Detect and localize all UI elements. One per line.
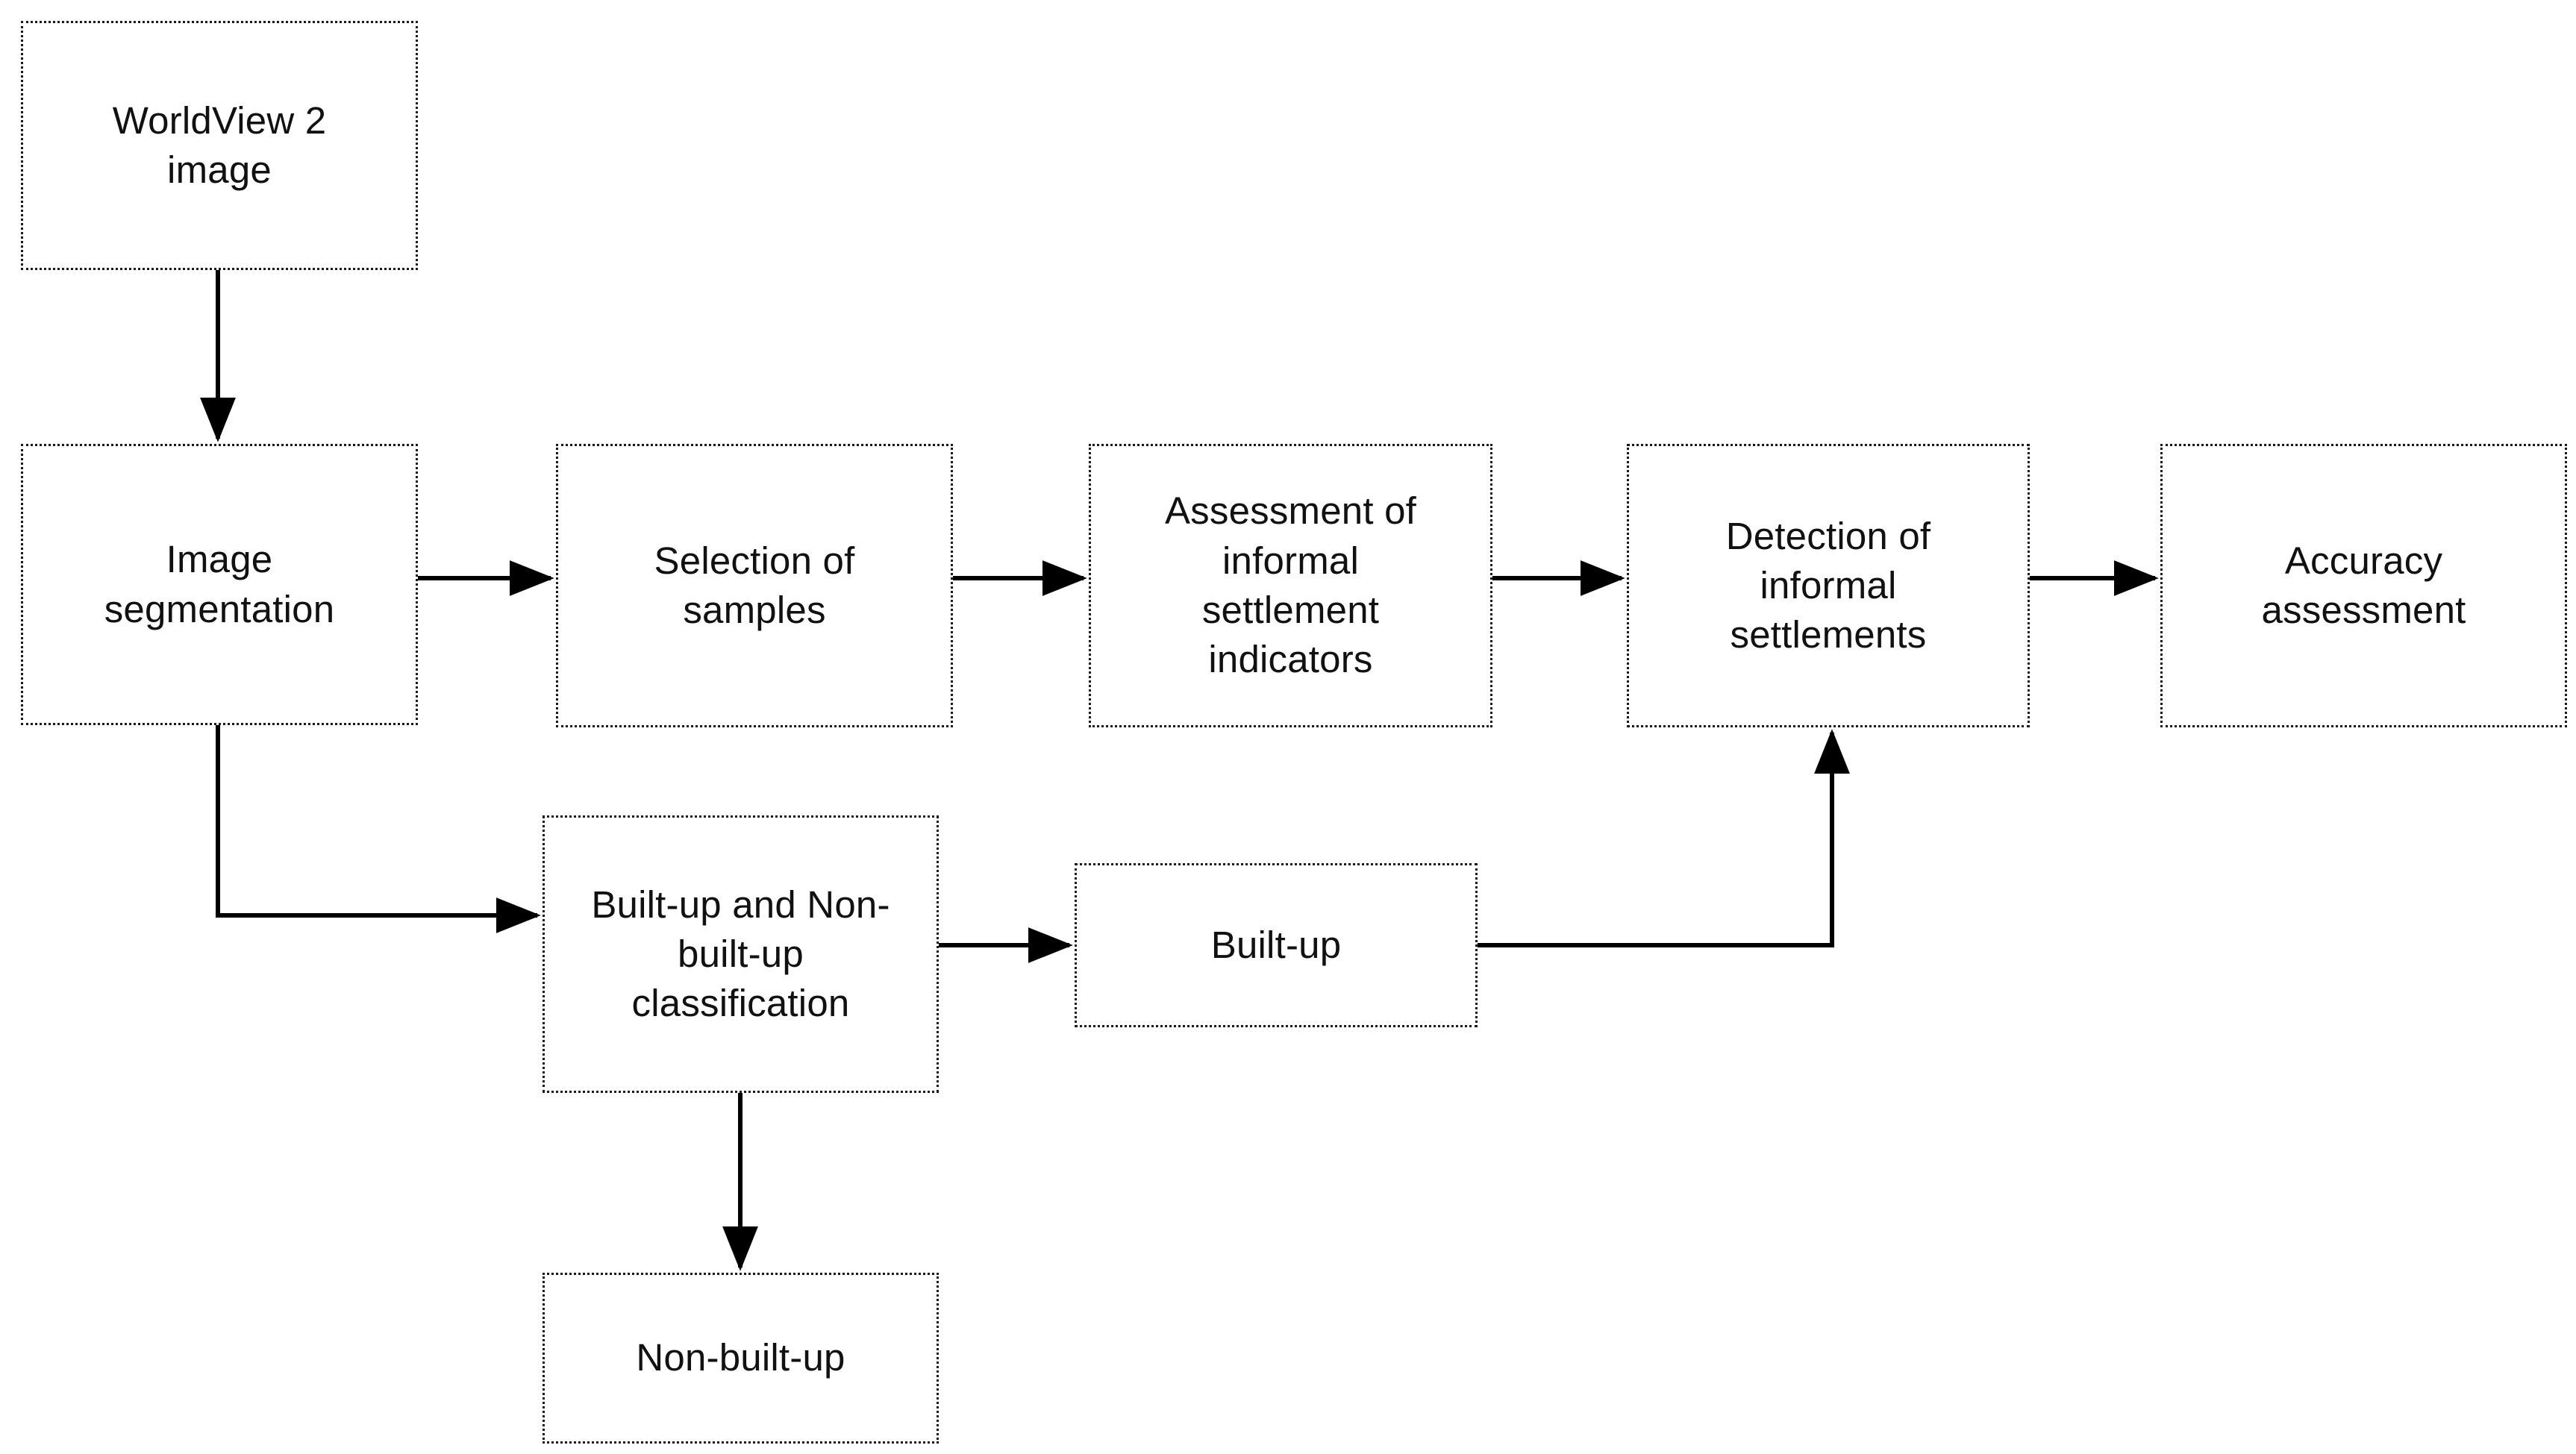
node-assessment-indicators[interactable]: Assessment of informal settlement indica… — [1089, 444, 1492, 727]
node-image-segmentation-label: Image segmentation — [104, 538, 335, 630]
node-assessment-indicators-label: Assessment of informal settlement indica… — [1164, 489, 1417, 681]
node-built-up[interactable]: Built-up — [1075, 863, 1478, 1027]
node-worldview-image-label: WorldView 2 image — [112, 98, 327, 191]
node-image-segmentation[interactable]: Image segmentation — [21, 444, 418, 725]
edge-segmentation-to-classification — [216, 725, 541, 933]
node-accuracy-assessment[interactable]: Accuracy assessment — [2160, 444, 2567, 727]
edge-builtup-to-detection — [1478, 729, 1850, 947]
node-builtup-nonbuiltup-classification[interactable]: Built-up and Non- built-up classificatio… — [543, 815, 939, 1093]
node-selection-of-samples-label: Selection of samples — [654, 539, 855, 631]
node-non-built-up[interactable]: Non-built-up — [543, 1273, 939, 1444]
node-accuracy-assessment-label: Accuracy assessment — [2261, 539, 2466, 631]
node-non-built-up-label: Non-built-up — [636, 1336, 845, 1379]
node-detection-informal-settlements[interactable]: Detection of informal settlements — [1627, 444, 2030, 727]
node-worldview-image[interactable]: WorldView 2 image — [21, 21, 418, 270]
node-builtup-nonbuiltup-classification-label: Built-up and Non- built-up classificatio… — [591, 883, 890, 1025]
node-selection-of-samples[interactable]: Selection of samples — [556, 444, 953, 727]
node-built-up-label: Built-up — [1210, 923, 1342, 966]
node-detection-informal-settlements-label: Detection of informal settlements — [1725, 514, 1931, 657]
